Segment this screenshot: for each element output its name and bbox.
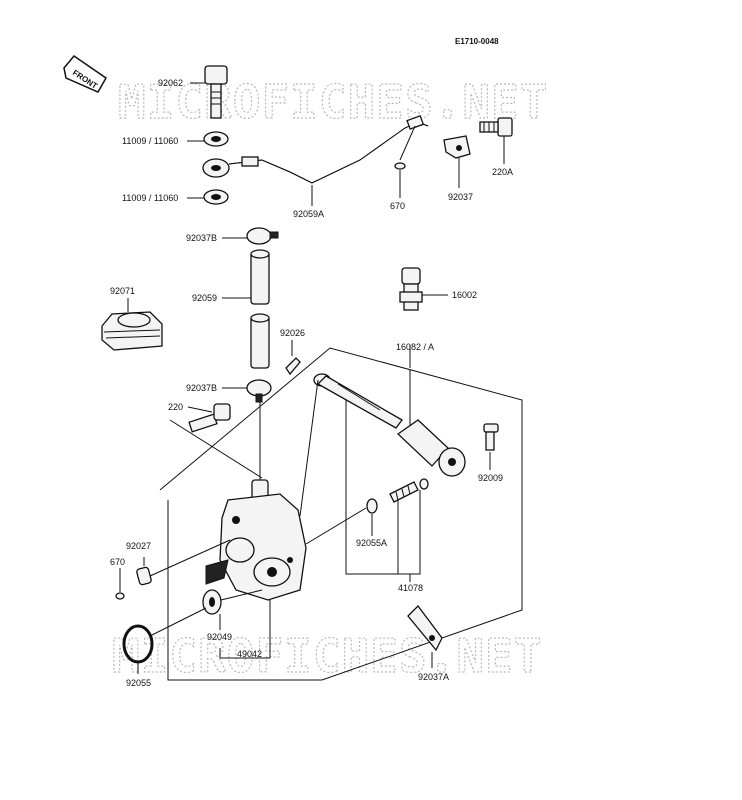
label-49042: 49042 bbox=[237, 649, 262, 659]
small-o-ring-icon bbox=[115, 592, 125, 600]
hose-clamp-top-icon bbox=[246, 227, 279, 245]
label-92037a: 92037A bbox=[418, 672, 449, 682]
label-92059: 92059 bbox=[192, 293, 217, 303]
label-16002: 16002 bbox=[452, 290, 477, 300]
watermark-bottom: MICROFICHES.NET bbox=[112, 629, 542, 683]
bolt-220-icon bbox=[188, 403, 231, 433]
hose-clamp-bottom-icon bbox=[246, 379, 272, 403]
watermark-top: MICROFICHES.NET bbox=[118, 75, 548, 129]
label-92037b-bottom: 92037B bbox=[186, 383, 217, 393]
label-11009-top: 11009 / 11060 bbox=[122, 136, 178, 146]
plunger-icon bbox=[366, 478, 429, 514]
label-92037b-top: 92037B bbox=[186, 233, 217, 243]
rubber-cap-icon bbox=[101, 311, 163, 351]
label-220a: 220A bbox=[492, 167, 513, 177]
washer-lower-hole-icon bbox=[211, 194, 221, 200]
label-92055a: 92055A bbox=[356, 538, 387, 548]
label-92059a: 92059A bbox=[293, 209, 324, 219]
screw-icon bbox=[483, 423, 499, 451]
banjo-bolt-icon bbox=[204, 65, 228, 119]
oil-pump-body-icon bbox=[205, 479, 307, 601]
clip-icon bbox=[285, 357, 301, 376]
label-92037: 92037 bbox=[448, 192, 473, 202]
label-92049: 92049 bbox=[207, 632, 232, 642]
label-92009: 92009 bbox=[478, 473, 503, 483]
o-ring-icon bbox=[394, 162, 406, 170]
label-92055: 92055 bbox=[126, 678, 151, 688]
bolt-220a-icon bbox=[479, 117, 513, 137]
diagram-code: E1710-0048 bbox=[455, 37, 499, 46]
label-92062: 92062 bbox=[158, 78, 183, 88]
label-92071: 92071 bbox=[110, 286, 135, 296]
label-670-bottom: 670 bbox=[110, 557, 125, 567]
label-92027: 92027 bbox=[126, 541, 151, 551]
label-16082: 16082 / A bbox=[396, 342, 434, 352]
pin-icon bbox=[136, 566, 152, 586]
label-92026: 92026 bbox=[280, 328, 305, 338]
label-41078: 41078 bbox=[398, 583, 423, 593]
assembly-outline bbox=[159, 347, 523, 681]
pump-shaft-icon bbox=[313, 373, 466, 477]
label-11009-bottom: 11009 / 11060 bbox=[122, 193, 178, 203]
oil-hose-icon bbox=[250, 249, 270, 369]
front-arrow-icon: FRONT bbox=[63, 54, 107, 93]
label-220: 220 bbox=[168, 402, 183, 412]
bolt-16002-icon bbox=[399, 267, 423, 311]
oil-pipe-icon bbox=[202, 115, 429, 184]
label-670-top: 670 bbox=[390, 201, 405, 211]
washer-hole-icon bbox=[211, 136, 221, 142]
